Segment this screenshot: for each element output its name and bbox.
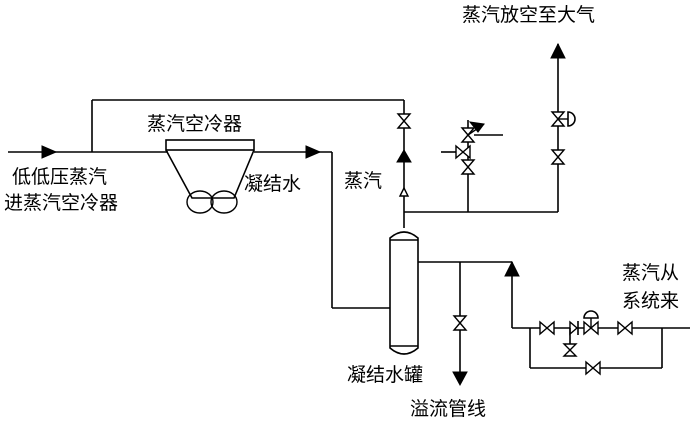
- steam-header: [404, 42, 566, 213]
- small-arrow-icon: [398, 186, 410, 197]
- inlet-label-line1: 低低压蒸汽: [12, 166, 108, 188]
- condensate-label: 凝结水: [244, 173, 302, 195]
- vent-control-valve: [550, 111, 576, 127]
- makeup-valve-1: [539, 320, 555, 336]
- overflow-label: 溢流管线: [410, 398, 487, 420]
- condensate-tank: [389, 231, 419, 355]
- flow-arrow-up-icon: [396, 149, 412, 163]
- tank-label: 凝结水罐: [347, 364, 424, 386]
- makeup-check-valve: [562, 320, 579, 357]
- overflow-arrow-icon: [452, 371, 468, 387]
- steam-riser: [396, 100, 412, 228]
- condensate-line: [254, 145, 390, 309]
- air-cooler-label: 蒸汽空冷器: [147, 113, 243, 135]
- air-cooler: [165, 139, 255, 214]
- makeup-control-valve: [583, 310, 599, 336]
- vent-lower-valve: [550, 149, 566, 165]
- bypass-line: [91, 99, 404, 152]
- steam-label: 蒸汽: [344, 170, 383, 192]
- inlet-steam-line: [8, 145, 168, 159]
- fan-right: [210, 190, 238, 214]
- vent-arrow-icon: [550, 42, 566, 59]
- from-system-label-line1: 蒸汽从: [622, 262, 680, 284]
- overflow-line: [418, 261, 512, 387]
- steam-vent-label: 蒸汽放空至大气: [462, 4, 596, 26]
- gate-valve-bypass: [396, 113, 412, 129]
- safety-valve-assembly: [441, 120, 503, 175]
- makeup-valve-2: [617, 320, 633, 336]
- makeup-bypass-valve: [585, 360, 601, 376]
- fan-left: [186, 190, 214, 214]
- inlet-label-line2: 进蒸汽空冷器: [4, 192, 119, 214]
- makeup-arrow-icon: [504, 260, 520, 277]
- from-system-label-line2: 系统来: [622, 290, 680, 312]
